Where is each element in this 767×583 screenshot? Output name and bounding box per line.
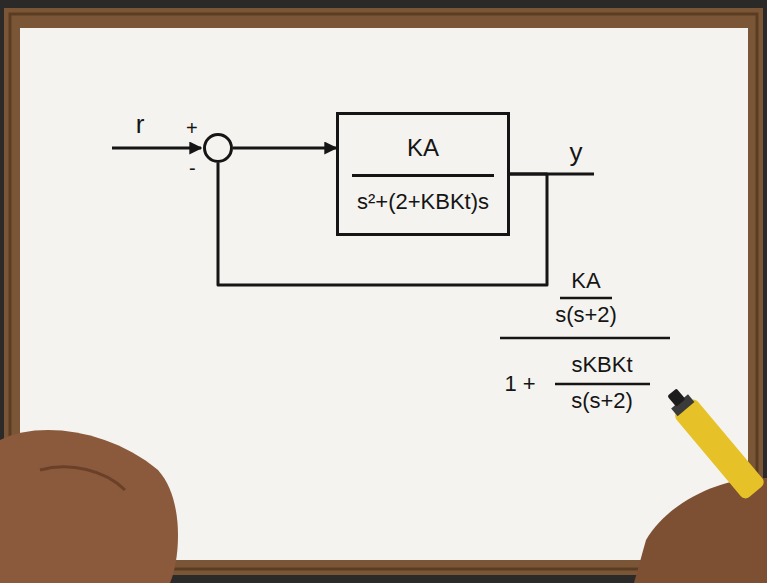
formula-term: 1 + <box>504 371 535 396</box>
sign-label: - <box>189 157 196 180</box>
fraction-bar <box>352 174 495 177</box>
input-signal-line <box>112 147 201 150</box>
denominator-text: s²+(2+KBKt)s <box>357 185 489 218</box>
marker-pen <box>661 383 766 501</box>
fraction-bar <box>560 297 612 300</box>
formula-term: sKBKt <box>571 352 632 377</box>
formula-term: s(s+2) <box>571 388 633 413</box>
frame-edge <box>10 14 757 569</box>
formula-term: s(s+2) <box>555 302 617 327</box>
input-signal-name: r <box>136 110 145 140</box>
marker-tip <box>667 388 685 406</box>
summing-junction: +- <box>203 133 233 163</box>
junction-circle <box>203 133 233 163</box>
fraction-bar <box>500 337 670 340</box>
marker-body <box>673 397 766 501</box>
left-hand <box>0 430 178 583</box>
fraction-bar <box>555 383 650 386</box>
sign-label: + <box>186 117 198 140</box>
finger-crease <box>40 467 125 490</box>
numerator-text: KA <box>407 130 439 166</box>
signal-arrow <box>233 147 336 150</box>
formula-term: KA <box>571 268 600 293</box>
output-signal-name: y <box>570 138 583 168</box>
transfer-function-block: KA s²+(2+KBKt)s <box>336 112 510 236</box>
junction-outline <box>205 135 232 162</box>
